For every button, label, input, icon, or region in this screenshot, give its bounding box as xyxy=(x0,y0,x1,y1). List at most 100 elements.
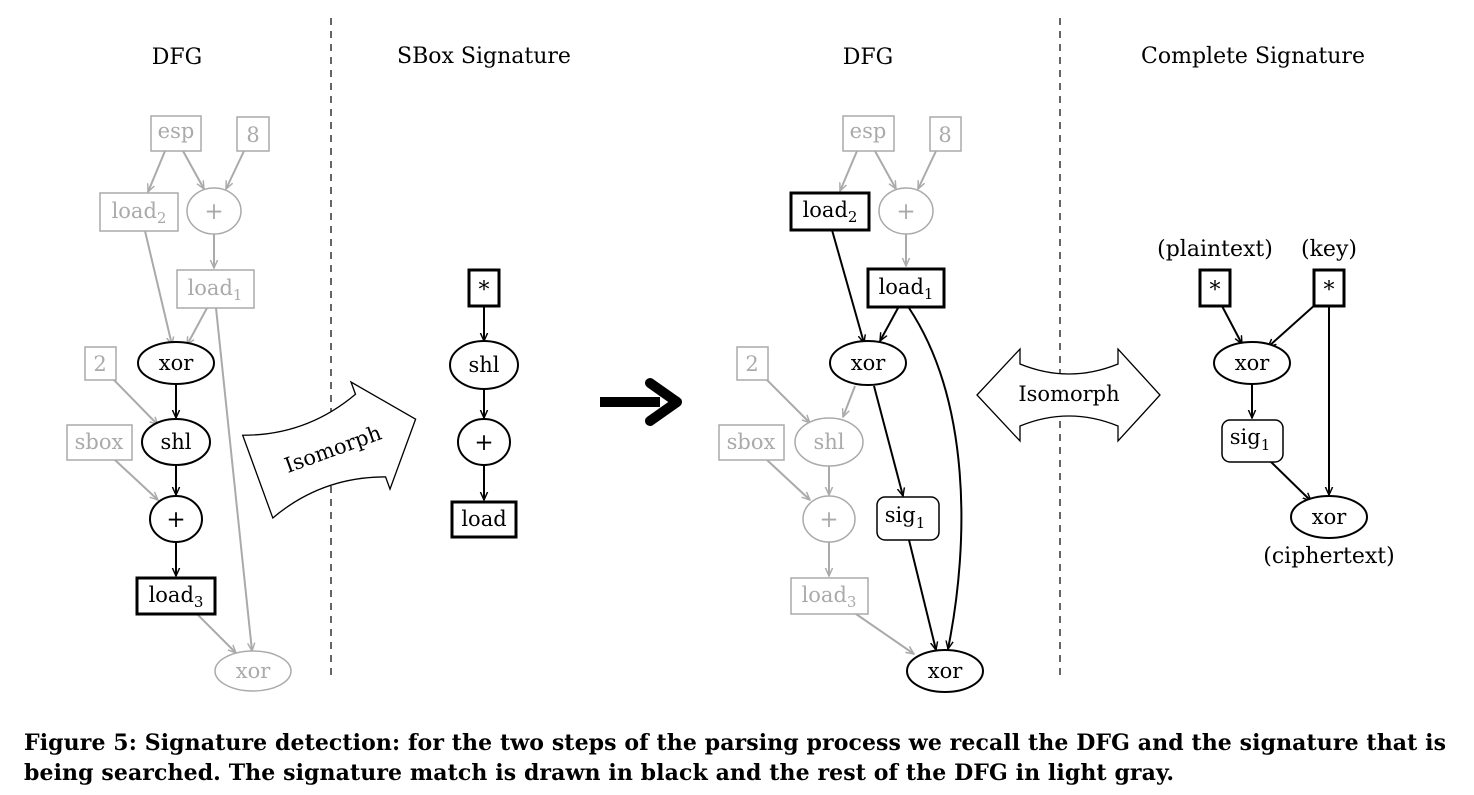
node-load2 xyxy=(789,191,871,232)
node-load1-label: load1 xyxy=(188,276,243,304)
label-ciphertext: (ciphertext) xyxy=(1263,544,1394,569)
edge xyxy=(855,613,914,654)
node-load-text: load xyxy=(188,276,233,300)
sbox-signature: * shl + load xyxy=(449,268,519,539)
node-xor xyxy=(137,341,215,385)
node-star-label: * xyxy=(479,278,490,303)
node-subscript: 1 xyxy=(233,286,243,304)
node-load3 xyxy=(135,576,217,616)
node-shl xyxy=(794,417,864,467)
node-star-plaintext xyxy=(1198,268,1232,308)
node-plus-label: + xyxy=(474,430,493,456)
node-plus-label: + xyxy=(204,199,223,225)
node-eight-label: 8 xyxy=(938,123,951,147)
edge xyxy=(873,385,903,496)
edge xyxy=(196,613,236,653)
edge xyxy=(874,150,897,189)
edge xyxy=(908,307,963,649)
edge xyxy=(839,150,858,191)
edge xyxy=(144,230,172,345)
node-plus xyxy=(149,495,203,543)
node-esp xyxy=(842,115,895,152)
node-plus xyxy=(802,495,856,543)
node-load1 xyxy=(176,269,255,309)
node-sbox-label: sbox xyxy=(75,430,124,454)
node-sig1 xyxy=(876,496,940,541)
node-esp-label: esp xyxy=(158,119,195,143)
edge xyxy=(114,459,158,500)
node-star-key xyxy=(1312,268,1346,308)
edge xyxy=(215,307,252,651)
node-shl-label: shl xyxy=(813,430,844,454)
node-sig1-label: sig1 xyxy=(885,503,925,532)
figure-caption: Figure 5: Signature detection: for the t… xyxy=(24,728,1464,788)
node-load2 xyxy=(99,192,179,232)
node-load2-label: load2 xyxy=(112,199,167,227)
node-load-label: load xyxy=(461,507,506,531)
node-load3-label: load3 xyxy=(802,583,857,611)
figure-caption-prefix: Figure 5: xyxy=(24,730,137,756)
edge xyxy=(843,385,856,417)
node-two-label: 2 xyxy=(93,352,106,376)
edge xyxy=(225,150,245,189)
label-plaintext: (plaintext) xyxy=(1157,237,1273,262)
node-plus xyxy=(457,418,511,466)
edge xyxy=(766,379,810,423)
node-sig1-label: sig1 xyxy=(1230,425,1270,454)
node-xor xyxy=(829,340,907,386)
node-subscript: 1 xyxy=(916,514,926,532)
node-star-label: * xyxy=(1324,278,1335,303)
node-load-text: load xyxy=(149,583,194,607)
node-load xyxy=(450,500,518,539)
edge xyxy=(182,150,205,189)
node-subscript: 2 xyxy=(157,209,167,227)
panel-title-dfg-left: DFG xyxy=(152,45,202,70)
node-star-label: * xyxy=(1210,278,1221,303)
dfg-right: esp 8 load2 + load1 2 xor sbox shl sig1 … xyxy=(718,115,984,693)
node-eight-label: 8 xyxy=(246,123,259,147)
node-two-label: 2 xyxy=(745,352,758,376)
node-plus-label: + xyxy=(819,507,838,533)
node-xor-label: xor xyxy=(159,351,194,375)
dfg-left: esp 8 load2 + load1 2 xor sbox shl + loa… xyxy=(66,115,292,692)
node-load1-label: load1 xyxy=(879,275,934,303)
edge xyxy=(908,539,936,650)
node-xor xyxy=(1213,341,1291,385)
node-two xyxy=(736,346,769,381)
edge xyxy=(831,229,864,343)
edge xyxy=(1268,303,1317,347)
node-shl-label: shl xyxy=(160,430,191,454)
node-eight xyxy=(929,116,962,152)
figure-caption-text: Signature detection: for the two steps o… xyxy=(24,730,1447,786)
node-plus xyxy=(186,187,242,235)
node-eight xyxy=(236,116,270,152)
label-key: (key) xyxy=(1301,237,1357,262)
node-star xyxy=(467,268,501,308)
panel-title-complete-signature: Complete Signature xyxy=(1141,44,1365,69)
node-two xyxy=(84,346,117,381)
node-xor-ciphertext xyxy=(1290,495,1368,539)
node-plus-label: + xyxy=(166,507,185,533)
isomorph-arrow-shape xyxy=(976,347,1161,443)
panel-title-dfg-right: DFG xyxy=(843,45,893,70)
node-subscript: 2 xyxy=(848,208,858,226)
panel-title-sbox-signature: SBox Signature xyxy=(397,44,571,69)
node-xor xyxy=(214,650,292,692)
edge xyxy=(113,379,158,425)
edge xyxy=(879,307,899,341)
node-xor-label: xor xyxy=(1312,505,1347,529)
next-step-arrow xyxy=(600,378,682,426)
node-load3 xyxy=(790,577,869,615)
node-load2-label: load2 xyxy=(803,198,858,226)
edge xyxy=(917,150,937,189)
node-sbox xyxy=(66,424,133,461)
node-esp xyxy=(150,115,202,152)
node-sbox xyxy=(718,424,785,461)
node-subscript: 1 xyxy=(1261,436,1271,454)
node-load-text: load xyxy=(803,198,848,222)
complete-signature: (plaintext) (key) * * xor sig1 xor (ciph… xyxy=(1157,237,1395,569)
node-xor-label: xor xyxy=(1235,351,1270,375)
signature-detection-figure: DFG SBox Signature DFG Complete Signatur… xyxy=(66,18,1395,693)
isomorph-arrow-shape xyxy=(241,380,417,520)
node-sig-text: sig xyxy=(885,503,916,527)
